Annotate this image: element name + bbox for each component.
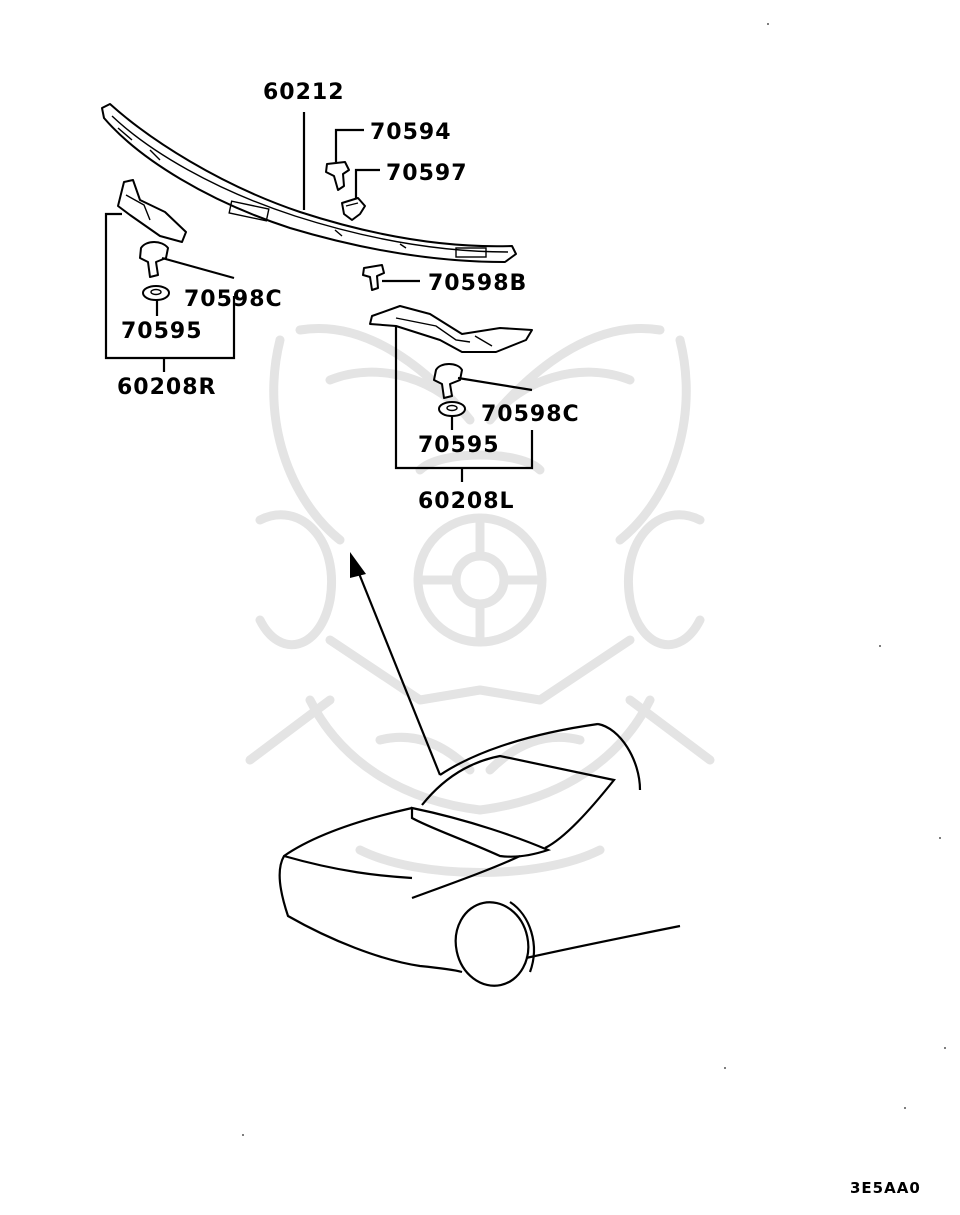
label-70598C-right: 70598C [184, 287, 283, 312]
clip-70598C-right [139, 241, 169, 278]
car-illustration [278, 722, 681, 987]
bracket-60208R-part [117, 179, 187, 243]
washer-70595-left [438, 401, 466, 417]
clip-70597 [341, 197, 366, 221]
label-60208R: 60208R [117, 375, 216, 400]
diagram-code: 3E5AA0 [850, 1179, 921, 1197]
location-arrow [350, 552, 442, 776]
part-labels: 60212 70594 70597 70598B 70598C 70595 60… [117, 80, 921, 1197]
watermark-emblem [245, 324, 715, 877]
label-70598C-left: 70598C [481, 402, 580, 427]
clip-70598C-left [433, 363, 463, 399]
label-60212: 60212 [263, 80, 345, 105]
garnish-strip-part [101, 103, 517, 263]
washer-70595-right [142, 285, 170, 301]
scan-specks [242, 23, 946, 1136]
leader-lines [104, 112, 534, 482]
label-70595-left: 70595 [418, 433, 500, 458]
label-70597: 70597 [386, 161, 468, 186]
clip-70598B [362, 264, 385, 291]
label-70595-right: 70595 [121, 319, 203, 344]
label-60208L: 60208L [418, 489, 515, 514]
label-70594: 70594 [370, 120, 452, 145]
label-70598B: 70598B [428, 271, 527, 296]
clip-70594 [325, 161, 350, 191]
bracket-60208L-part [369, 305, 533, 353]
